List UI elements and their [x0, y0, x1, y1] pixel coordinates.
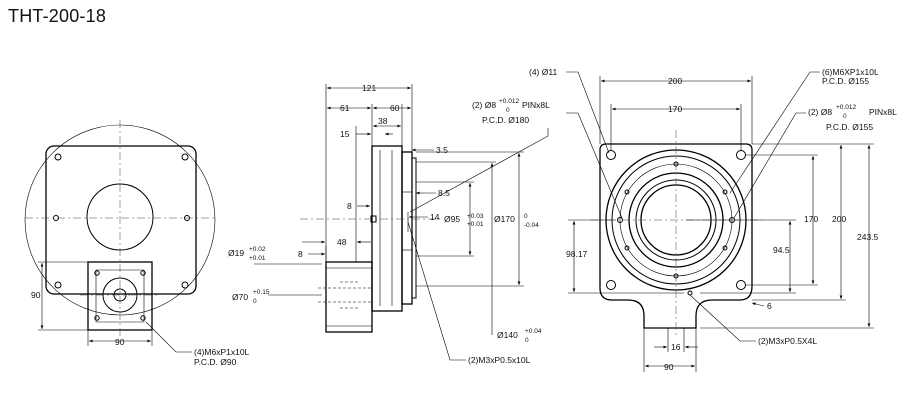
note-m6-pcd-right: P.C.D. Ø155: [822, 76, 869, 86]
dim-8a: 8: [347, 201, 352, 211]
side-motor-adapter: [325, 261, 373, 333]
bottom-tap-hole: [687, 290, 693, 296]
side-body: [371, 145, 403, 312]
side-pin-note: (2) Ø8: [472, 100, 496, 110]
dim-98-17: 98.17: [566, 249, 588, 259]
dim-dia140-tol-up: +0.04: [525, 328, 542, 335]
housing-outline-right: [599, 143, 753, 329]
corner-hole-right: [736, 150, 746, 160]
side-pin-suffix: PINx8L: [522, 100, 550, 110]
dim-121: 121: [362, 83, 376, 93]
corner-hole-left: [54, 281, 62, 289]
dim-dia95: Ø95: [444, 214, 460, 224]
motor-hole: [94, 315, 100, 321]
dim-dia70-tol-lo: 0: [253, 298, 257, 305]
leader-pin-right: [733, 112, 806, 219]
note-m6-tap-right: (6)M6XP1x10L: [822, 67, 879, 77]
right-top-view: 200 170 170 200 243.5 94.5 98.17 6: [529, 67, 897, 372]
dim-90-vertical: 90: [31, 290, 41, 300]
corner-hole-left: [54, 153, 62, 161]
leader-bottom-tap: [689, 294, 756, 342]
corner-hole-left: [181, 281, 189, 289]
dim-3-5: 3.5: [436, 145, 448, 155]
leader-pin-left-side: [566, 112, 623, 219]
pcd-hole: [624, 245, 630, 251]
note-pin-right-pcd: P.C.D. Ø155: [826, 122, 873, 132]
note-m6-tap: (4)M6xP1x10L: [194, 347, 250, 357]
drawing-title: THT-200-18: [8, 6, 107, 26]
dim-dia95-tol-up: +0.03: [467, 213, 484, 220]
dim-48: 48: [337, 237, 347, 247]
dim-dia170-tol-up: 0: [524, 213, 528, 220]
motor-hole: [140, 315, 146, 321]
motor-hole: [94, 270, 100, 276]
side-pin-tol-up: +0.012: [499, 98, 519, 105]
note-pin-right-tol-lo: 0: [843, 113, 847, 120]
dim-dia140-tol-lo: 0: [525, 337, 529, 344]
dim-200-top: 200: [668, 76, 682, 86]
housing-outline-left: [45, 145, 197, 295]
note-pin-right: (2) Ø8: [808, 107, 832, 117]
pcd-hole: [722, 245, 728, 251]
dim-90-horizontal: 90: [115, 337, 125, 347]
dim-16: 16: [671, 342, 681, 352]
dim-dia19-tol-lo: +0.01: [249, 255, 266, 262]
dim-90-right: 90: [664, 362, 674, 372]
dim-38: 38: [378, 116, 388, 126]
side-face-lip: [411, 157, 417, 299]
dim-6: 6: [767, 301, 772, 311]
motor-hole: [140, 270, 146, 276]
dim-dia19: Ø19: [228, 248, 244, 258]
side-tap-note: (2)M3xP0.5x10L: [468, 355, 531, 365]
note-bottom-tap: (2)M3xP0.5X4L: [758, 336, 817, 346]
dim-line-6: [751, 302, 765, 307]
dim-15: 15: [340, 129, 350, 139]
dim-dia70-tol-up: +0.15: [253, 289, 270, 296]
dim-61: 61: [340, 103, 350, 113]
leader-m6-right: [729, 71, 820, 194]
note-m6-pcd: P.C.D. Ø90: [194, 357, 237, 367]
note-pin-right-suffix: PINx8L: [869, 107, 897, 117]
note-pin-right-tol-up: +0.012: [836, 104, 856, 111]
motor-flange-inner: [95, 269, 145, 323]
left-front-view: 90 90 (4)M6xP1x10L P.C.D. Ø90: [24, 120, 250, 367]
dim-94-5: 94.5: [773, 245, 790, 255]
note-hole-11: (4) Ø11: [529, 67, 557, 77]
corner-hole-right: [606, 280, 616, 290]
side-pin-tol-lo: 0: [506, 107, 510, 114]
pcd-hole: [722, 189, 728, 195]
dim-170-side: 170: [804, 214, 818, 224]
leader-side-pin: [409, 128, 549, 213]
pcd-hole: [624, 189, 630, 195]
leader-m6: [145, 321, 192, 353]
leader-hole-11: [566, 71, 610, 154]
dim-60: 60: [390, 103, 400, 113]
side-front-plate: [401, 151, 413, 305]
dim-dia19-tol-up: +0.02: [249, 246, 266, 253]
dim-dia170-tol-lo: -0.04: [524, 222, 539, 229]
dim-dia95-tol-lo: +0.01: [467, 221, 484, 228]
corner-hole-right: [606, 150, 616, 160]
dim-170-top: 170: [668, 104, 682, 114]
side-section-view: 121 61 60 38 15 3.5 8.5 8 14 Ø95 +0.03 +…: [228, 83, 550, 365]
corner-hole-right: [736, 280, 746, 290]
dim-243-5: 243.5: [857, 232, 879, 242]
dim-dia140: Ø140: [497, 330, 518, 340]
dim-14: 14: [430, 212, 440, 222]
side-pin-pcd: P.C.D. Ø180: [482, 115, 529, 125]
dim-dia70: Ø70: [232, 292, 248, 302]
corner-hole-left: [181, 153, 189, 161]
dim-dia170: Ø170: [494, 214, 515, 224]
dim-200-side: 200: [832, 214, 846, 224]
dim-8b: 8: [298, 249, 303, 259]
leader-side-tap: [407, 221, 466, 361]
